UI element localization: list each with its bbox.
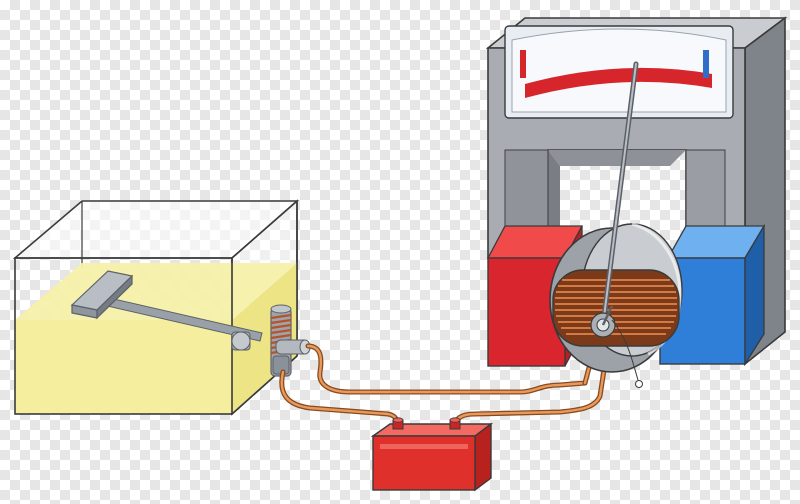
variable-resistor <box>270 304 311 377</box>
liquid-tank <box>12 199 311 416</box>
hair-spring <box>611 319 639 381</box>
meter-needle <box>600 61 639 328</box>
dial-mark-left <box>520 50 526 78</box>
tank-front-liquid <box>15 320 232 414</box>
pivot-joint <box>231 331 251 351</box>
needle-pivot <box>590 305 616 338</box>
battery-terminal-negative <box>392 417 404 430</box>
moving-coil-meter <box>485 16 788 388</box>
battery <box>370 417 494 492</box>
battery-terminal-positive <box>449 417 461 430</box>
battery-top <box>370 423 494 437</box>
float-block <box>70 270 134 320</box>
battery-side <box>474 422 492 492</box>
wire-battery-to-meter <box>452 367 607 430</box>
wire-resistor-to-battery <box>279 369 401 431</box>
frame-cavity-top <box>548 150 686 166</box>
moving-coil <box>552 269 680 347</box>
meter-dial <box>504 25 734 119</box>
dial-arc <box>525 67 712 98</box>
dial-mark-right <box>703 50 709 78</box>
tank-side-liquid <box>232 263 297 414</box>
float-arm <box>70 270 263 351</box>
